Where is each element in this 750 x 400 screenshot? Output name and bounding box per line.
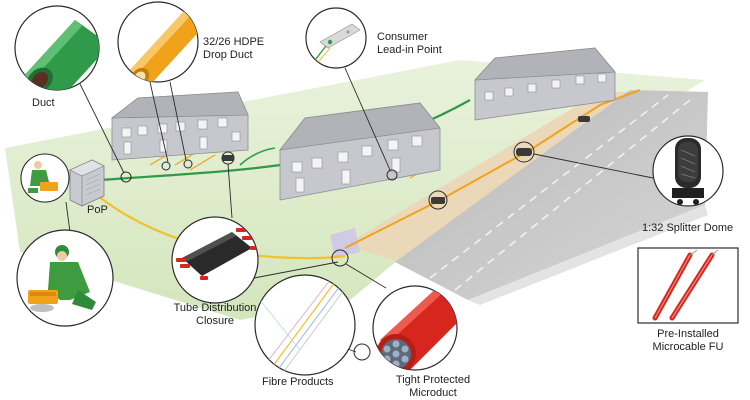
orange-drop-ducts bbox=[149, 149, 441, 179]
tube-closure-callout bbox=[171, 216, 259, 304]
house-roof bbox=[110, 91, 249, 119]
microcable-icon bbox=[652, 249, 719, 321]
microduct-label: Tight Protected Microduct bbox=[378, 374, 488, 400]
tube-closure-label-line1: Tube Distribution bbox=[173, 302, 257, 314]
house-roof bbox=[474, 47, 616, 81]
duct-callout bbox=[14, 5, 100, 91]
consumer-leadin-icon bbox=[314, 23, 361, 63]
engineer-small-callout bbox=[20, 153, 70, 203]
house-windows bbox=[484, 73, 607, 101]
house-row-right bbox=[474, 47, 616, 121]
consumer-leadin-callout bbox=[305, 7, 367, 69]
green-duct-branch bbox=[239, 147, 276, 166]
house-windows bbox=[121, 117, 241, 155]
microcable-label-line2: Microcable FU bbox=[652, 341, 724, 353]
microduct-callout bbox=[372, 285, 458, 371]
microcable-label: Pre-Installed Microcable FU bbox=[630, 328, 746, 354]
microduct-label-line1: Tight Protected bbox=[395, 374, 471, 386]
consumer-leadin-label-line2: Lead-in Point bbox=[377, 44, 442, 56]
tube-closure-label-line2: Closure bbox=[196, 315, 234, 327]
tube-closure-label: Tube Distribution Closure bbox=[160, 302, 270, 328]
microduct-icon bbox=[376, 286, 457, 370]
engineer-icon bbox=[28, 161, 58, 193]
duct-label: Duct bbox=[32, 97, 55, 109]
house-row-left bbox=[110, 91, 249, 161]
drop-duct-label-line2: Drop Duct bbox=[203, 49, 253, 61]
engineer-icon bbox=[28, 245, 96, 312]
pavement bbox=[468, 205, 708, 305]
house-roof bbox=[279, 102, 441, 151]
leader-lines bbox=[65, 67, 654, 353]
pop-label: PoP bbox=[87, 204, 108, 216]
microcable-inset bbox=[637, 247, 739, 324]
tube-closure-icon bbox=[176, 228, 258, 280]
splitter-dome-label: 1:32 Splitter Dome bbox=[642, 222, 734, 234]
consumer-leadin-label: Consumer Lead-in Point bbox=[377, 31, 442, 57]
route-markers bbox=[120, 116, 590, 361]
splitter-dome-icon bbox=[672, 138, 704, 205]
road bbox=[395, 90, 708, 300]
house-row-middle bbox=[279, 102, 441, 201]
engineer-large-callout bbox=[16, 229, 114, 327]
fibre-products-callout bbox=[254, 274, 356, 376]
drop-duct-label: 32/26 HDPE Drop Duct bbox=[203, 36, 264, 62]
house-windows bbox=[291, 135, 423, 193]
fibre-products-icon bbox=[259, 279, 345, 375]
fibre-products-label: Fibre Products bbox=[262, 376, 334, 388]
consumer-leadin-label-line1: Consumer bbox=[377, 31, 428, 43]
drop-duct-label-line1: 32/26 HDPE bbox=[203, 36, 265, 48]
splitter-dome-callout bbox=[652, 135, 724, 207]
pop-cabinet-icon bbox=[69, 159, 105, 207]
microduct-label-line2: Microduct bbox=[409, 387, 457, 399]
drop-duct-callout bbox=[117, 1, 199, 83]
road-verge bbox=[345, 92, 635, 262]
microcable-label-line1: Pre-Installed bbox=[657, 328, 719, 340]
